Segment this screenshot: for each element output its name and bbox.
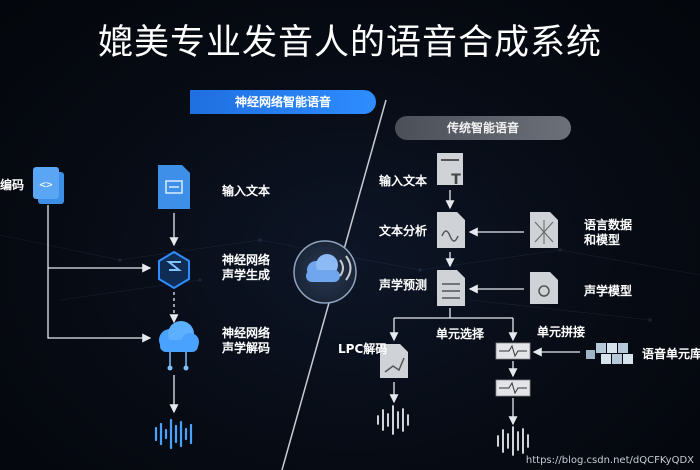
page-title: 媲美专业发音人的语音合成系统 — [97, 23, 602, 63]
text-analysis-label: 文本分析 — [379, 224, 428, 238]
language-data-label-2: 和模型 — [584, 233, 621, 247]
speaker-cloud-icon — [293, 240, 357, 304]
waveform-icon — [154, 418, 193, 450]
text-analysis-icon — [437, 212, 465, 248]
neural-tts-banner: 神经网络智能语音 — [190, 90, 376, 114]
neural-flow-arrows — [47, 205, 179, 414]
language-data-icon — [530, 212, 558, 248]
traditional-tts-banner: 传统智能语音 — [395, 116, 571, 140]
unit-library-label: 语音单元库 — [642, 347, 700, 361]
neural-acoustic-gen-label-2: 声学生成 — [222, 268, 271, 282]
neural-network-icon — [158, 250, 190, 290]
trad-input-text-label: 输入文本 — [379, 174, 428, 188]
neural-input-text-label: 输入文本 — [222, 184, 271, 198]
svg-text:<>: <> — [39, 178, 53, 191]
acoustic-model-label: 声学模型 — [584, 284, 633, 298]
text-input-icon: T — [437, 153, 463, 188]
cloud-decoder-icon — [159, 321, 199, 371]
acoustic-predict-icon — [437, 270, 465, 306]
watermark-url: https://blog.csdn.net/dQCFKyQDX — [525, 455, 694, 466]
unit-select-label: 单元选择 — [436, 327, 485, 341]
code-icon: <> — [33, 167, 64, 204]
neural-acoustic-gen-label-1: 神经网络 — [222, 253, 271, 267]
neural-acoustic-dec-label-2: 声学解码 — [222, 341, 271, 355]
waveform-icon-lpc — [377, 405, 409, 435]
acoustic-predict-label: 声学预测 — [379, 278, 428, 292]
document-icon — [158, 165, 190, 209]
lpc-decode-label: LPC解码 — [338, 342, 388, 356]
neural-acoustic-dec-label-1: 神经网络 — [222, 326, 271, 340]
traditional-flow-arrows — [389, 190, 580, 426]
unit-concat-label: 单元拼接 — [537, 325, 586, 339]
waveform-icon-unit — [497, 426, 529, 456]
unit-library-icon — [586, 343, 633, 364]
encoder-label: 编码 — [0, 178, 25, 192]
lpc-decode-icon — [380, 344, 408, 378]
language-data-label-1: 语言数据 — [584, 218, 633, 232]
svg-text:T: T — [451, 172, 461, 188]
unit-select-panel-icon — [495, 342, 531, 397]
acoustic-model-icon — [530, 272, 558, 304]
